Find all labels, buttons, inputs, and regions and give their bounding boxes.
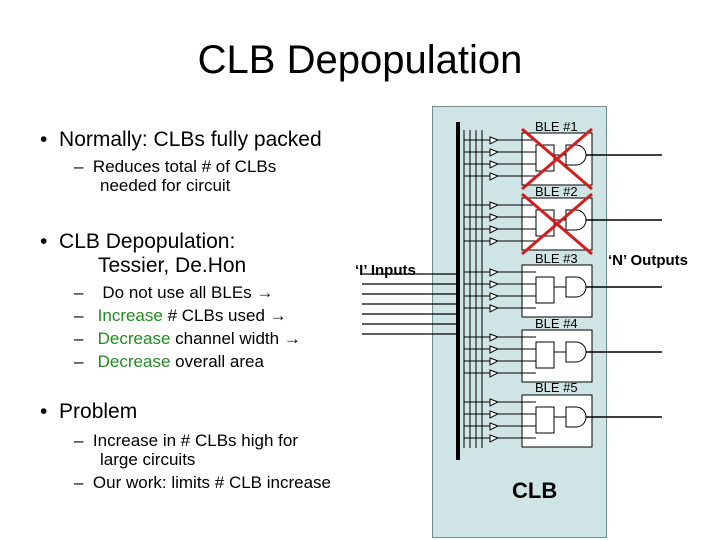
mux-triangle [489, 280, 500, 289]
bullet-dot: • [40, 128, 48, 151]
lut-block [535, 276, 555, 304]
sub-colored-text: Decrease [97, 352, 171, 371]
sub-text: overall area [170, 352, 264, 371]
dash: – [74, 283, 84, 302]
sub-text: Increase in # CLBs high for [92, 431, 298, 450]
mux-triangle [489, 333, 500, 342]
dash: – [74, 431, 84, 450]
flipflop-shape [565, 341, 587, 363]
mux-triangle [489, 434, 500, 443]
ble-label-1: BLE #1 [535, 119, 578, 134]
slide-title: CLB Depopulation [197, 38, 523, 82]
ble-label-2: BLE #2 [535, 184, 578, 199]
dash: – [74, 473, 84, 492]
sub-colored-text: Increase [97, 306, 163, 325]
mux-triangle [489, 172, 500, 181]
ble-label-4: BLE #4 [535, 316, 578, 331]
mux-triangle [489, 410, 500, 419]
bullet-2-text: CLB Depopulation: [59, 230, 236, 253]
bullet-1-text: Normally: CLBs fully packed [59, 128, 322, 151]
arrow-icon: → [256, 283, 274, 302]
dash: – [74, 352, 84, 371]
mux-triangle [489, 345, 500, 354]
bullet-2-sub-4: – Decrease overall area [74, 353, 264, 371]
mux-triangle [489, 268, 500, 277]
bullet-1: • Normally: CLBs fully packed [40, 128, 322, 152]
bullet-1-sub-line1: Reduces total # of CLBs [92, 157, 277, 176]
arrow-icon: → [269, 306, 287, 325]
bullet-3: • Problem [40, 400, 137, 424]
bullet-2-sub-3: – Decrease channel width → [74, 330, 301, 348]
cross-mark-line [521, 192, 593, 256]
sub-text: channel width [170, 329, 280, 348]
mux-triangle [489, 225, 500, 234]
bullet-3-text: Problem [59, 400, 138, 423]
mux-triangle [489, 148, 500, 157]
ble-label-3: BLE #3 [535, 251, 578, 266]
flipflop-shape [565, 144, 587, 166]
sub-text: Our work: limits # CLB increase [92, 473, 331, 492]
bullet-3-sub-1: – Increase in # CLBs high for [74, 432, 298, 450]
dash: – [74, 157, 84, 176]
flipflop-shape [565, 276, 587, 298]
mux-triangle [489, 422, 500, 431]
bullet-1-sub: – Reduces total # of CLBs [74, 158, 276, 176]
mux-triangle [489, 160, 500, 169]
bullet-2: • CLB Depopulation: [40, 230, 235, 254]
mux-triangle [489, 213, 500, 222]
bullet-2-sub-1: – Do not use all BLEs → [74, 284, 273, 302]
bullet-dot: • [40, 400, 48, 423]
flipflop-shape [565, 209, 587, 231]
mux-triangle [489, 369, 500, 378]
lut-block [535, 406, 555, 434]
mux-triangle [489, 304, 500, 313]
mux-triangle [489, 292, 500, 301]
bullet-3-sub-2: – Our work: limits # CLB increase [74, 474, 331, 492]
mux-triangle [489, 398, 500, 407]
arrow-icon: → [283, 329, 301, 348]
mux-triangle [489, 201, 500, 210]
bullet-dot: • [40, 230, 48, 253]
flipflop-shape [565, 406, 587, 428]
sub-colored-text: Decrease [97, 329, 171, 348]
inputs-label: ‘I’ Inputs [355, 262, 416, 279]
outputs-label: ‘N’ Outputs [608, 252, 688, 269]
mux-triangle [489, 136, 500, 145]
bullet-2-line2: Tessier, De.Hon [98, 254, 247, 277]
ble-label-5: BLE #5 [535, 380, 578, 395]
cross-mark-line [521, 127, 593, 191]
bullet-3-sub-1-line2: large circuits [100, 450, 196, 469]
sub-text: Do not use all BLEs [102, 283, 252, 302]
bullet-2-sub-2: – Increase # CLBs used → [74, 307, 287, 325]
mux-triangle [489, 237, 500, 246]
dash: – [74, 306, 84, 325]
bullet-1-sub-line2: needed for circuit [100, 176, 231, 195]
sub-text: # CLBs used [162, 306, 265, 325]
mux-triangle [489, 357, 500, 366]
lut-block [535, 341, 555, 369]
clb-label: CLB [512, 478, 558, 503]
dash: – [74, 329, 84, 348]
